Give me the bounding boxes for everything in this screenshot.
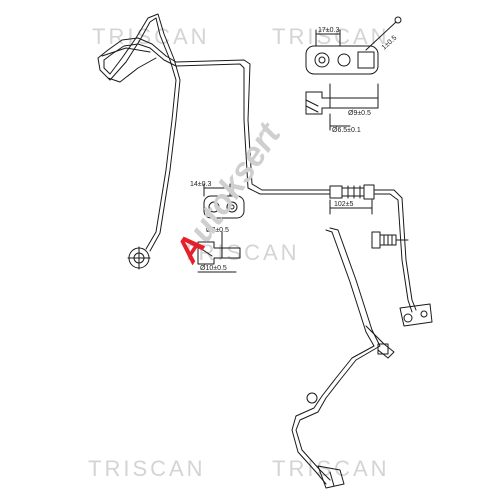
detail-top-right-section [305, 83, 379, 131]
watermark-top-right: TRISCAN [272, 24, 390, 49]
dim-arrow-label: 1±0.5 [381, 35, 399, 52]
dim-17-label: 17±0.3 [318, 27, 339, 34]
brake-hose [291, 227, 395, 489]
watermark-bottom-left: TRISCAN [88, 456, 206, 481]
detail-middle-plan [203, 183, 245, 219]
dimension-102 [329, 199, 373, 215]
detail-top-right-plan [305, 16, 402, 75]
dim-102-label: 102±5 [334, 201, 354, 208]
watermark-top-left: TRISCAN [92, 24, 210, 49]
detail-middle-section [197, 231, 241, 273]
dim-7-label: Ø7±0.5 [206, 227, 229, 234]
bolt-fitting [371, 231, 409, 249]
eye-connector-left [127, 246, 151, 270]
dim-65-label: Ø6.5±0.1 [332, 127, 361, 134]
watermark-middle: TRISCAN [182, 240, 300, 265]
dim-14-label: 14±0.3 [190, 181, 211, 188]
dim-9-label: Ø9±0.5 [348, 110, 371, 117]
brake-pipe [97, 13, 433, 327]
dim-10-label: Ø10±0.5 [200, 265, 227, 272]
